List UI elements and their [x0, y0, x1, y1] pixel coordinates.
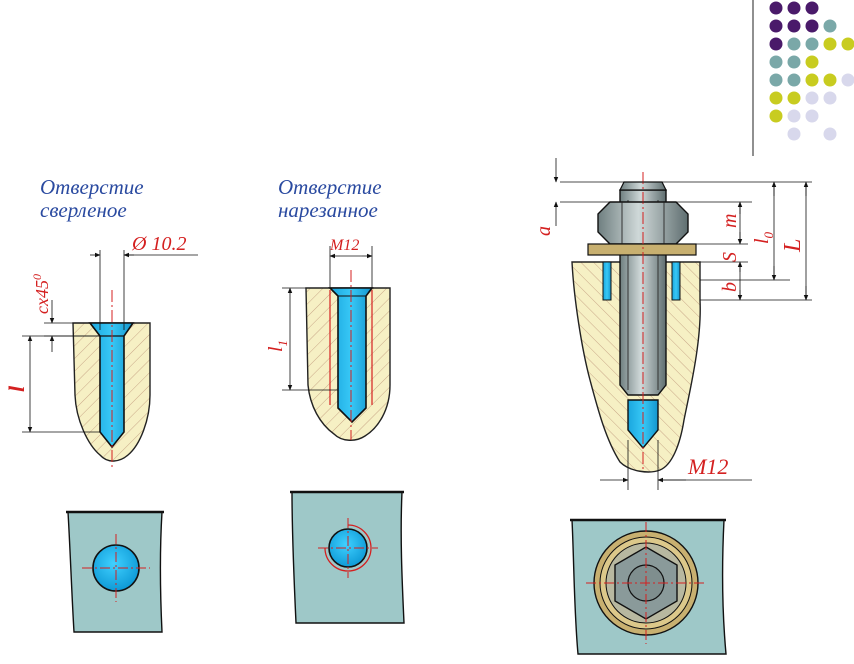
- decor-dot: [787, 55, 801, 69]
- bolt-s-label: S: [719, 252, 741, 262]
- bolt-thread-label: M12: [687, 454, 728, 479]
- decor-dot: [769, 73, 783, 87]
- bolt-assembly-section: a m S b l0 L: [533, 158, 812, 490]
- chamfer-label: cx450: [30, 274, 52, 314]
- decor-dot: [805, 109, 819, 123]
- decor-dot: [805, 55, 819, 69]
- decor-dot: [823, 37, 837, 51]
- bolt-b-label: b: [719, 282, 741, 292]
- decor-dot: [805, 73, 819, 87]
- decor-dot: [805, 1, 819, 15]
- decor-dot: [823, 127, 837, 141]
- drilled-hole-section: Ø 10.2 cx450 l: [4, 233, 198, 470]
- decor-dot: [769, 19, 783, 33]
- decor-dot: [769, 37, 783, 51]
- decor-dot: [805, 37, 819, 51]
- decor-dot: [787, 127, 801, 141]
- decor-dot: [787, 91, 801, 105]
- decor-dot: [823, 73, 837, 87]
- decor-dot: [787, 73, 801, 87]
- washer: [587, 243, 697, 256]
- thread-depth-label: l1: [265, 340, 290, 352]
- decorative-dot-grid: [769, 1, 854, 141]
- caption-line: Отверстие: [40, 175, 144, 199]
- threaded-hole-section: M12 l1: [265, 237, 391, 441]
- decor-dot: [823, 91, 837, 105]
- drilled-top-view: [66, 510, 164, 633]
- decor-dot: [787, 1, 801, 15]
- decor-dot: [769, 91, 783, 105]
- threaded-top-view: [290, 490, 405, 624]
- decor-dot: [787, 19, 801, 33]
- caption-line: сверленое: [40, 198, 127, 222]
- decor-dot: [787, 109, 801, 123]
- caption-drilled-hole: Отверстие сверленое: [40, 176, 144, 222]
- decor-dot: [841, 73, 854, 87]
- decor-dot: [769, 109, 783, 123]
- bolt-a-label: a: [533, 226, 555, 236]
- thread-size-label: M12: [329, 237, 359, 254]
- decor-dot: [805, 19, 819, 33]
- drill-depth-label: l: [4, 385, 29, 392]
- decor-dot: [769, 1, 783, 15]
- bolt-l0-label: l0: [751, 231, 776, 244]
- decor-dot: [841, 37, 854, 51]
- caption-line: нарезанное: [278, 198, 378, 222]
- decor-dot: [823, 19, 837, 33]
- bolt-m-label: m: [719, 214, 741, 228]
- caption-line: Отверстие: [278, 175, 382, 199]
- drill-diameter-label: Ø 10.2: [131, 233, 186, 255]
- decor-dot: [769, 55, 783, 69]
- bolt-L-label: L: [780, 239, 806, 253]
- decor-dot: [805, 91, 819, 105]
- caption-threaded-hole: Отверстие нарезанное: [278, 176, 382, 222]
- decor-dot: [787, 37, 801, 51]
- bolt-top-view: [570, 518, 727, 655]
